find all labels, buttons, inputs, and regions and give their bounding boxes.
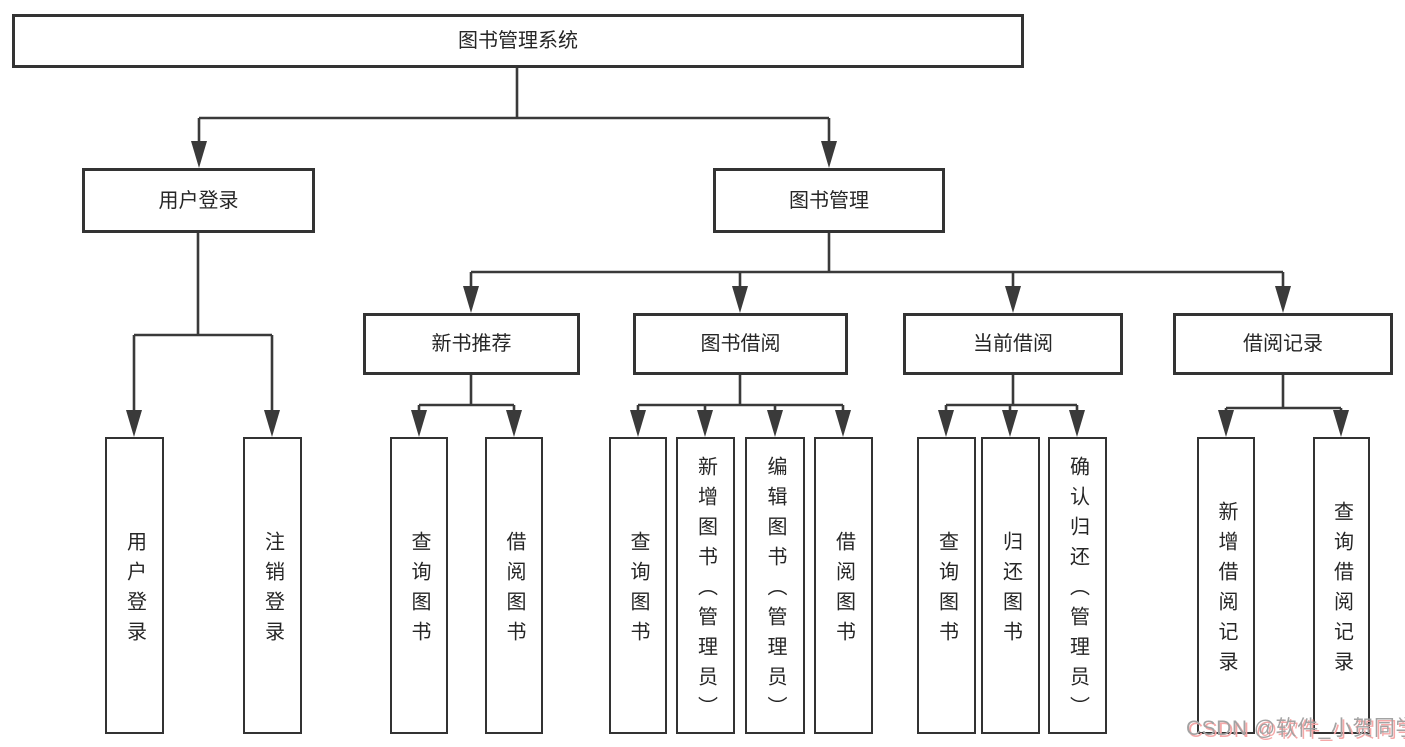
node-label: 图书借阅 bbox=[700, 333, 781, 355]
node-label: 借阅记录 bbox=[1243, 333, 1323, 355]
node-label: 确认归还（管理员） bbox=[1066, 455, 1089, 726]
node-label: 查询图书 bbox=[935, 530, 958, 651]
leaf-logout: 注销登录 bbox=[243, 437, 302, 734]
leaf-nb-query-books: 查询图书 bbox=[390, 437, 448, 734]
node-label: 注销登录 bbox=[261, 530, 284, 651]
leaf-bb-query-books: 查询图书 bbox=[609, 437, 667, 734]
leaf-nb-borrow-books: 借阅图书 bbox=[485, 437, 543, 734]
node-label: 查询图书 bbox=[627, 530, 649, 651]
leaf-bb-edit-books-admin: 编辑图书（管理员） bbox=[745, 437, 805, 734]
node-book-borrowing: 图书借阅 bbox=[633, 313, 848, 375]
node-label: 图书管理系统 bbox=[458, 30, 578, 52]
node-label: 用户登录 bbox=[158, 189, 239, 212]
node-borrowing-records: 借阅记录 bbox=[1173, 313, 1393, 375]
node-current-borrowing: 当前借阅 bbox=[903, 313, 1123, 375]
leaf-user-login: 用户登录 bbox=[105, 437, 164, 734]
node-label: 查询借阅记录 bbox=[1330, 500, 1353, 681]
node-label: 编辑图书（管理员） bbox=[764, 455, 786, 726]
node-book-management: 图书管理 bbox=[713, 168, 945, 233]
node-label: 借阅图书 bbox=[832, 530, 855, 651]
leaf-cb-query-books: 查询图书 bbox=[917, 437, 976, 734]
node-label: 新书推荐 bbox=[431, 333, 512, 355]
leaf-cb-return-books: 归还图书 bbox=[981, 437, 1040, 734]
node-label: 借阅图书 bbox=[503, 530, 525, 651]
leaf-br-add-record: 新增借阅记录 bbox=[1197, 437, 1255, 734]
node-label: 图书管理 bbox=[789, 189, 869, 212]
node-label: 用户登录 bbox=[123, 530, 146, 651]
leaf-cb-confirm-return-admin: 确认归还（管理员） bbox=[1048, 437, 1107, 734]
leaf-bb-borrow-books: 借阅图书 bbox=[814, 437, 873, 734]
leaf-br-query-record: 查询借阅记录 bbox=[1313, 437, 1370, 734]
node-library-management-system: 图书管理系统 bbox=[12, 14, 1024, 68]
csdn-watermark: CSDN @软件_小贺同学 bbox=[1186, 717, 1405, 740]
node-label: 归还图书 bbox=[999, 530, 1022, 651]
leaf-bb-add-books-admin: 新增图书（管理员） bbox=[676, 437, 735, 734]
node-label: 新增借阅记录 bbox=[1215, 500, 1237, 681]
node-user-login: 用户登录 bbox=[82, 168, 315, 233]
node-label: 新增图书（管理员） bbox=[694, 455, 717, 726]
node-label: 当前借阅 bbox=[973, 333, 1053, 355]
node-label: 查询图书 bbox=[408, 530, 430, 651]
node-new-book-recommend: 新书推荐 bbox=[363, 313, 580, 375]
